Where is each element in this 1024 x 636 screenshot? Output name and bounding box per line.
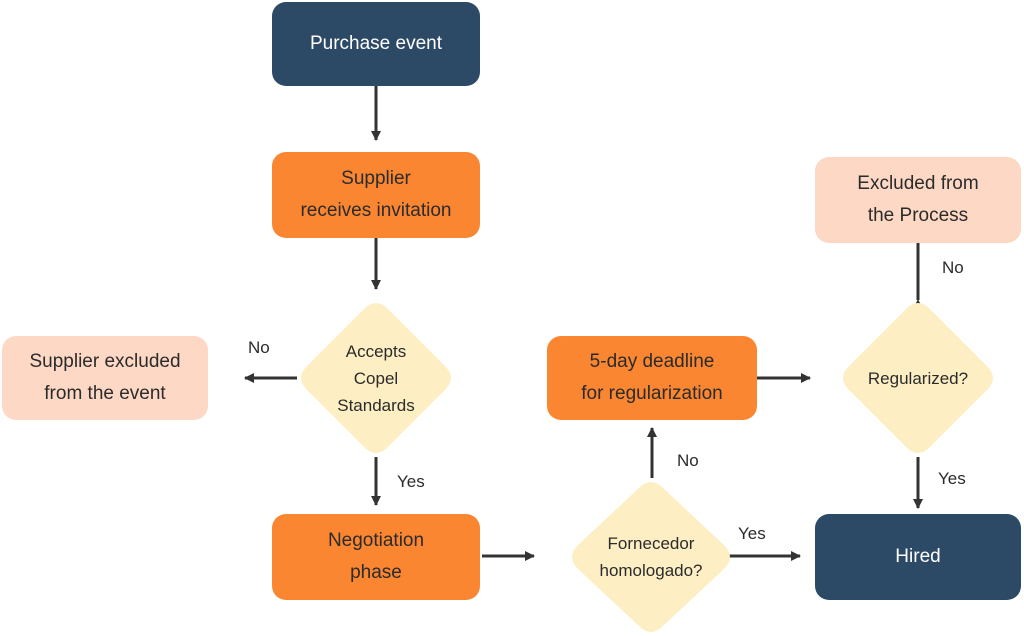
decision-accepts-line2: Copel <box>353 368 399 388</box>
node-negotiation-line1: Negotiation <box>327 530 425 551</box>
edge-label-fornecedor-no: No <box>677 451 699 470</box>
decision-regularized: Regularized? <box>839 299 997 457</box>
node-excluded-process-line1: Excluded from <box>857 173 979 194</box>
node-supplier-invitation-line1: Supplier <box>341 168 411 189</box>
node-supplier-excluded: Supplier excluded from the event <box>2 336 208 420</box>
node-purchase-event-label: Purchase event <box>309 33 443 54</box>
decision-regularized-shape <box>843 303 993 453</box>
decision-accepts-shape <box>301 303 451 453</box>
decision-accepts-standards: Accepts Copel Standards <box>297 299 455 457</box>
node-supplier-excluded-line2: from the event <box>44 383 166 404</box>
node-supplier-invitation-line2: receives invitation <box>300 200 452 221</box>
node-supplier-excluded-line1: Supplier excluded <box>29 351 181 372</box>
decision-accepts-line1: Accepts <box>345 341 407 361</box>
node-hired: Hired <box>815 514 1021 600</box>
decision-fornecedor-line1: Fornecedor <box>607 534 695 553</box>
node-deadline-line2: for regularization <box>581 383 723 404</box>
edge-label-regularized-no: No <box>942 258 964 277</box>
node-negotiation-line2: phase <box>350 562 402 583</box>
node-purchase-event: Purchase event <box>272 2 480 86</box>
decision-fornecedor-line2: homologado? <box>599 561 703 580</box>
node-deadline-regularization: 5-day deadline for regularization <box>547 336 757 420</box>
edge-label-regularized-yes: Yes <box>938 469 966 488</box>
edge-label-fornecedor-yes: Yes <box>738 524 766 543</box>
edge-label-accepts-no: No <box>248 338 270 357</box>
node-hired-label: Hired <box>895 546 941 567</box>
decision-fornecedor-shape <box>572 482 730 632</box>
node-supplier-invitation: Supplier receives invitation <box>272 152 480 238</box>
node-excluded-process: Excluded from the Process <box>815 157 1021 243</box>
decision-fornecedor-homologado: Fornecedor homologado? <box>568 478 734 636</box>
edge-label-accepts-yes: Yes <box>397 472 425 491</box>
node-deadline-line1: 5-day deadline <box>589 351 715 372</box>
decision-accepts-line3: Standards <box>337 395 415 415</box>
decision-regularized-label: Regularized? <box>867 368 969 388</box>
node-excluded-process-line2: the Process <box>867 205 969 226</box>
node-negotiation-phase: Negotiation phase <box>272 514 480 600</box>
